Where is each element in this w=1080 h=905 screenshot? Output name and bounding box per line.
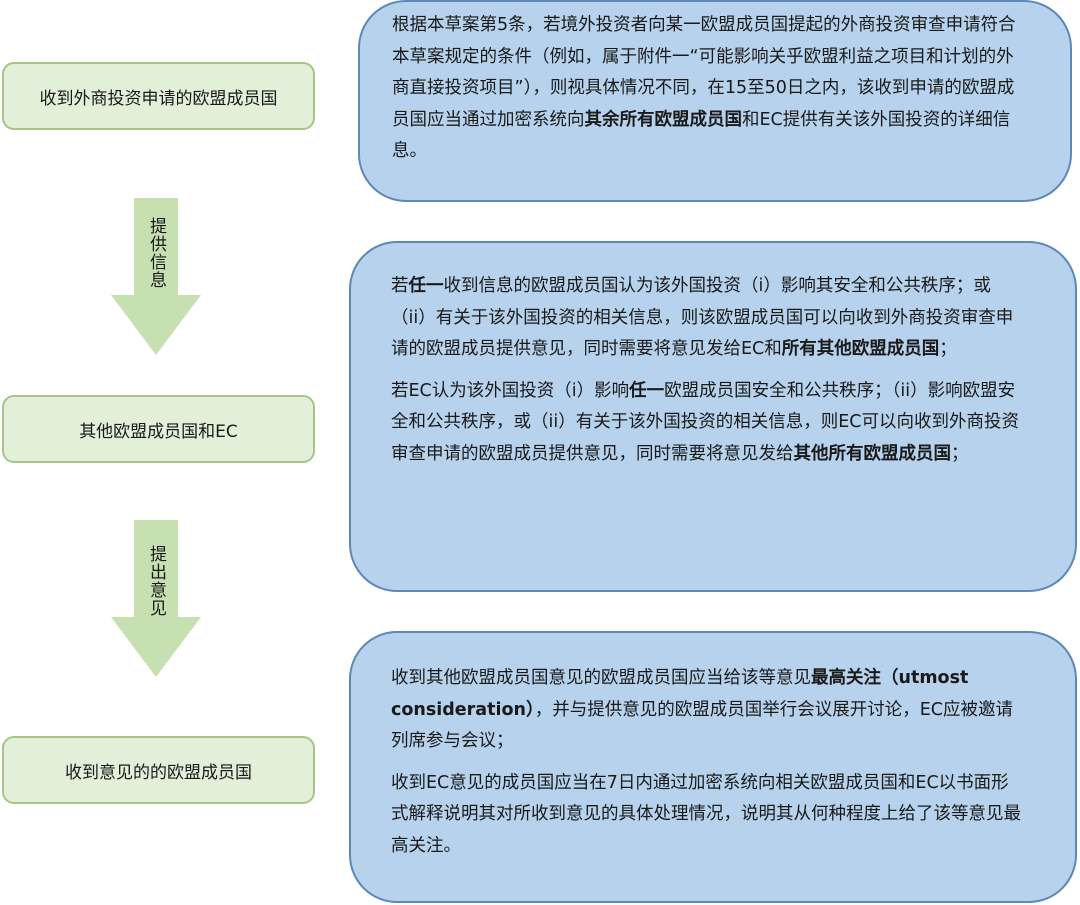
note-paragraph: 收到其他欧盟成员国意见的欧盟成员国应当给该等意见最高关注（utmost cons… [391,668,1013,751]
note-paragraph: 根据本草案第5条，若境外投资者向某一欧盟成员国提起的外商投资审查申请符合本草案规… [392,15,1016,161]
note-paragraph: 收到EC意见的成员国应当在7日内通过加密系统向相关欧盟成员国和EC以书面形式解释… [391,772,1021,856]
arrow-label: 提供信息 [146,217,166,289]
flow-step-receiving-state: 收到外商投资申请的欧盟成员国 [2,62,315,130]
flow-step-label: 其他欧盟成员国和EC [79,421,238,442]
note-paragraph: 若EC认为该外国投资（i）影响任一欧盟成员国安全和公共秩序；（ii）影响欧盟安全… [391,380,1019,464]
flow-step-label: 收到外商投资申请的欧盟成员国 [39,88,278,109]
note-information-sharing: 根据本草案第5条，若境外投资者向某一欧盟成员国提起的外商投资审查申请符合本草案规… [358,0,1072,202]
flow-step-other-states: 其他欧盟成员国和EC [2,395,315,463]
flow-step-label: 收到意见的的欧盟成员国 [65,762,252,783]
down-arrow-icon: 提供信息 [111,198,201,355]
arrow-label: 提出意见 [146,545,166,617]
note-utmost-consideration: 收到其他欧盟成员国意见的欧盟成员国应当给该等意见最高关注（utmost cons… [349,631,1077,903]
flow-step-opinion-recipient: 收到意见的的欧盟成员国 [2,736,315,804]
note-opinions: 若任一收到信息的欧盟成员国认为该外国投资（i）影响其安全和公共秩序；或（ii）有… [349,241,1077,592]
note-paragraph: 若任一收到信息的欧盟成员国认为该外国投资（i）影响其安全和公共秩序；或（ii）有… [391,276,1014,359]
down-arrow-icon: 提出意见 [111,520,201,677]
